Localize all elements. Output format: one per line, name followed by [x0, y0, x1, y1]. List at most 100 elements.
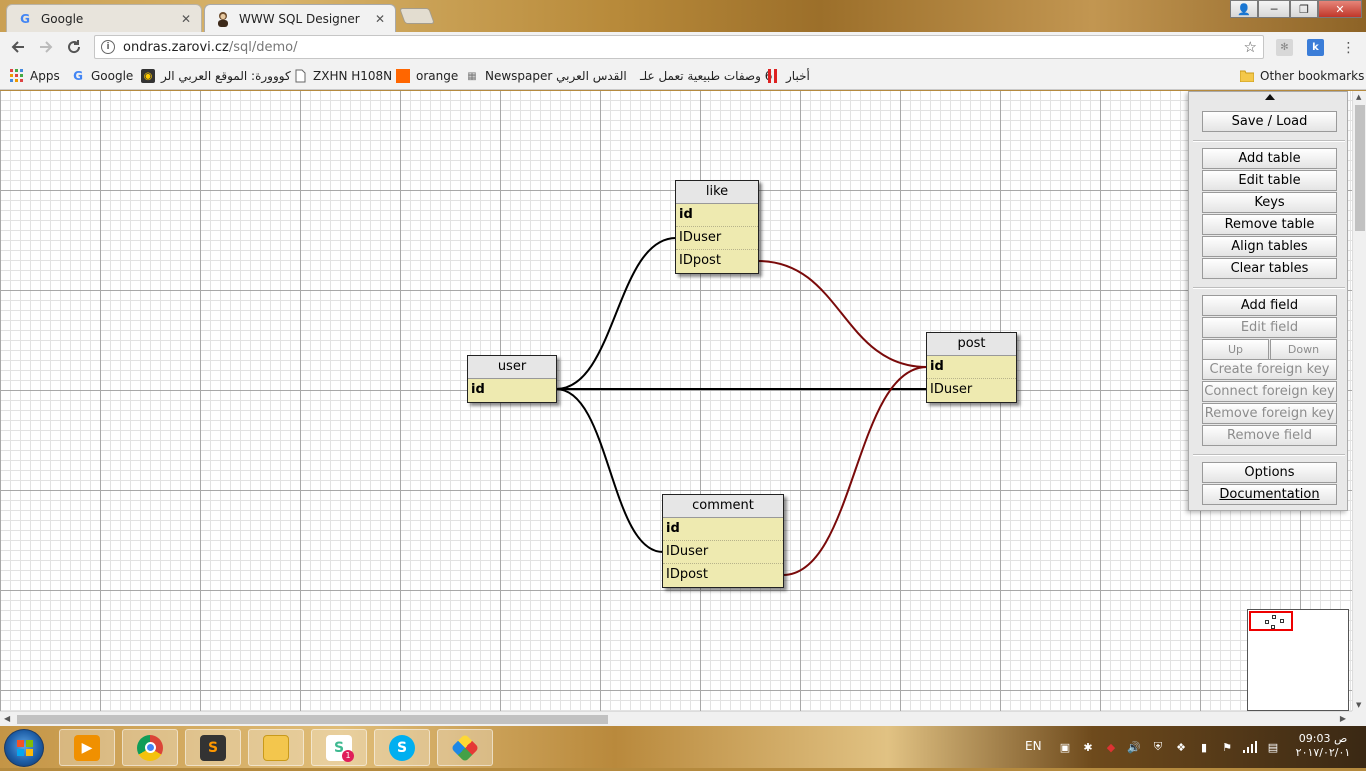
bookmark-apps[interactable]: Apps [10, 67, 60, 85]
field-row[interactable]: IDuser [930, 382, 973, 397]
tab-google[interactable]: G Google ✕ [6, 4, 202, 32]
edit-field-button[interactable]: Edit field [1202, 317, 1337, 338]
taskbar-chrome[interactable] [122, 729, 178, 766]
documentation-button[interactable]: Documentation [1202, 484, 1337, 505]
bookmark-newspaper[interactable]: ▦ القدس العربي Newspaper [465, 67, 626, 85]
window-controls: 👤 ─ ❐ ✕ [1230, 0, 1362, 18]
site-info-icon[interactable]: i [101, 40, 115, 54]
tray-battery-icon[interactable]: ▮ [1200, 740, 1208, 754]
tray-volume-icon[interactable]: 🔊 [1127, 740, 1141, 754]
forward-button[interactable] [32, 33, 60, 61]
url-path: /sql/demo/ [228, 39, 298, 55]
collapse-menu-icon[interactable] [1265, 94, 1275, 100]
table-title[interactable]: user [468, 356, 556, 379]
close-tab-icon[interactable]: ✕ [180, 11, 192, 26]
table-post[interactable]: post id IDuser [926, 332, 1017, 403]
tray-app-icon[interactable]: ▣ [1059, 740, 1071, 754]
save-load-button[interactable]: Save / Load [1202, 111, 1337, 132]
menu-divider [1193, 287, 1345, 289]
remove-field-button[interactable]: Remove field [1202, 425, 1337, 446]
bookmark-zxhn[interactable]: ZXHN H108N [293, 67, 392, 85]
tray-leaf-icon[interactable]: ❖ [1176, 740, 1186, 754]
tray-gear-icon[interactable]: ✱ [1083, 740, 1093, 754]
field-row[interactable]: id [927, 356, 1016, 379]
bookmark-kooora[interactable]: ◉ كووورة: الموقع العربي الر [141, 67, 291, 85]
table-title[interactable]: post [927, 333, 1016, 356]
field-row[interactable]: id [676, 204, 758, 227]
bookmark-google[interactable]: G Google [71, 67, 133, 85]
minimap-viewport[interactable] [1249, 611, 1293, 631]
vertical-scrollbar[interactable]: ▲ ▼ [1352, 91, 1366, 711]
options-button[interactable]: Options [1202, 462, 1337, 483]
new-tab-button[interactable] [399, 8, 435, 24]
tray-network-icon[interactable] [1243, 740, 1257, 754]
table-title[interactable]: comment [663, 495, 783, 518]
minimap[interactable] [1247, 609, 1349, 711]
field-row[interactable]: id [471, 382, 485, 397]
back-button[interactable] [4, 33, 32, 61]
scroll-right-icon[interactable]: ▶ [1339, 714, 1346, 723]
field-row[interactable]: IDuser [663, 541, 783, 564]
field-row[interactable]: IDpost [666, 567, 708, 582]
add-field-button[interactable]: Add field [1202, 295, 1337, 316]
taskbar-explorer[interactable] [248, 729, 304, 766]
table-user[interactable]: user id [467, 355, 557, 403]
bookmark-news[interactable]: أخبار [766, 67, 810, 85]
scroll-thumb[interactable] [1355, 105, 1365, 231]
extension-k-icon[interactable]: k [1307, 39, 1324, 56]
tray-flag-icon[interactable]: ⚑ [1222, 740, 1232, 754]
taskbar-paint[interactable] [437, 729, 493, 766]
move-up-button[interactable]: Up [1202, 339, 1269, 360]
start-button[interactable] [4, 729, 44, 767]
scroll-thumb[interactable] [17, 715, 608, 724]
keys-button[interactable]: Keys [1202, 192, 1337, 213]
connect-foreign-key-button[interactable]: Connect foreign key [1202, 381, 1337, 402]
close-tab-icon[interactable]: ✕ [374, 11, 386, 26]
taskbar-sublime-text[interactable]: S [185, 729, 241, 766]
apps-grid-icon [10, 69, 24, 83]
bookmark-star-icon[interactable]: ☆ [1243, 38, 1257, 56]
tray-antivirus-icon[interactable]: ◆ [1106, 740, 1116, 754]
remove-foreign-key-button[interactable]: Remove foreign key [1202, 403, 1337, 424]
bookmark-orange[interactable]: orange [396, 67, 458, 85]
scroll-down-icon[interactable]: ▼ [1356, 701, 1362, 709]
taskbar-media-player[interactable]: ▶ [59, 729, 115, 766]
field-row[interactable]: IDpost [679, 253, 721, 268]
bookmark-recipes[interactable]: 6 وصفات طبيعية تعمل علـ [620, 67, 772, 85]
minimize-button[interactable]: ─ [1258, 0, 1290, 18]
scroll-left-icon[interactable]: ◀ [4, 714, 11, 723]
bookmark-other[interactable]: Other bookmarks [1240, 67, 1364, 85]
field-row[interactable]: id [663, 518, 783, 541]
taskbar-slack[interactable]: S 1 [311, 729, 367, 766]
table-title[interactable]: like [676, 181, 758, 204]
move-down-button[interactable]: Down [1270, 339, 1337, 360]
horizontal-scrollbar[interactable]: ◀ ▶ [0, 711, 1352, 726]
field-row[interactable]: IDuser [676, 227, 758, 250]
edit-table-button[interactable]: Edit table [1202, 170, 1337, 191]
tray-shield-icon[interactable]: ⛨ [1153, 740, 1163, 753]
orange-icon [396, 69, 410, 83]
table-like[interactable]: like id IDuser IDpost [675, 180, 759, 274]
account-icon[interactable]: 👤 [1230, 0, 1258, 18]
taskbar-skype[interactable]: S [374, 729, 430, 766]
chrome-menu-icon[interactable]: ⋮ [1341, 39, 1356, 56]
extension-gear-icon[interactable]: ✻ [1276, 39, 1293, 56]
address-bar[interactable]: i ondras.zarovi.cz /sql/demo/ ☆ [94, 35, 1264, 59]
tab-www-sql-designer[interactable]: WWW SQL Designer ✕ [204, 4, 396, 32]
create-foreign-key-button[interactable]: Create foreign key [1202, 359, 1337, 380]
reload-button[interactable] [60, 33, 88, 61]
language-indicator[interactable]: EN [1025, 739, 1042, 753]
close-window-button[interactable]: ✕ [1318, 0, 1362, 18]
menu-divider [1193, 454, 1345, 456]
table-comment[interactable]: comment id IDuser IDpost [662, 494, 784, 588]
clear-tables-button[interactable]: Clear tables [1202, 258, 1337, 279]
restore-button[interactable]: ❐ [1290, 0, 1318, 18]
add-table-button[interactable]: Add table [1202, 148, 1337, 169]
tray-clipboard-icon[interactable]: ▤ [1267, 740, 1279, 754]
scroll-up-icon[interactable]: ▲ [1356, 93, 1362, 101]
designer-canvas[interactable]: like id IDuser IDpost user id post id ID… [0, 91, 1352, 711]
align-tables-button[interactable]: Align tables [1202, 236, 1337, 257]
remove-table-button[interactable]: Remove table [1202, 214, 1337, 235]
bookmark-label: أخبار [786, 69, 810, 83]
clock[interactable]: ص 09:03 ٢٠١٧/٠٢/٠١ [1290, 732, 1356, 760]
